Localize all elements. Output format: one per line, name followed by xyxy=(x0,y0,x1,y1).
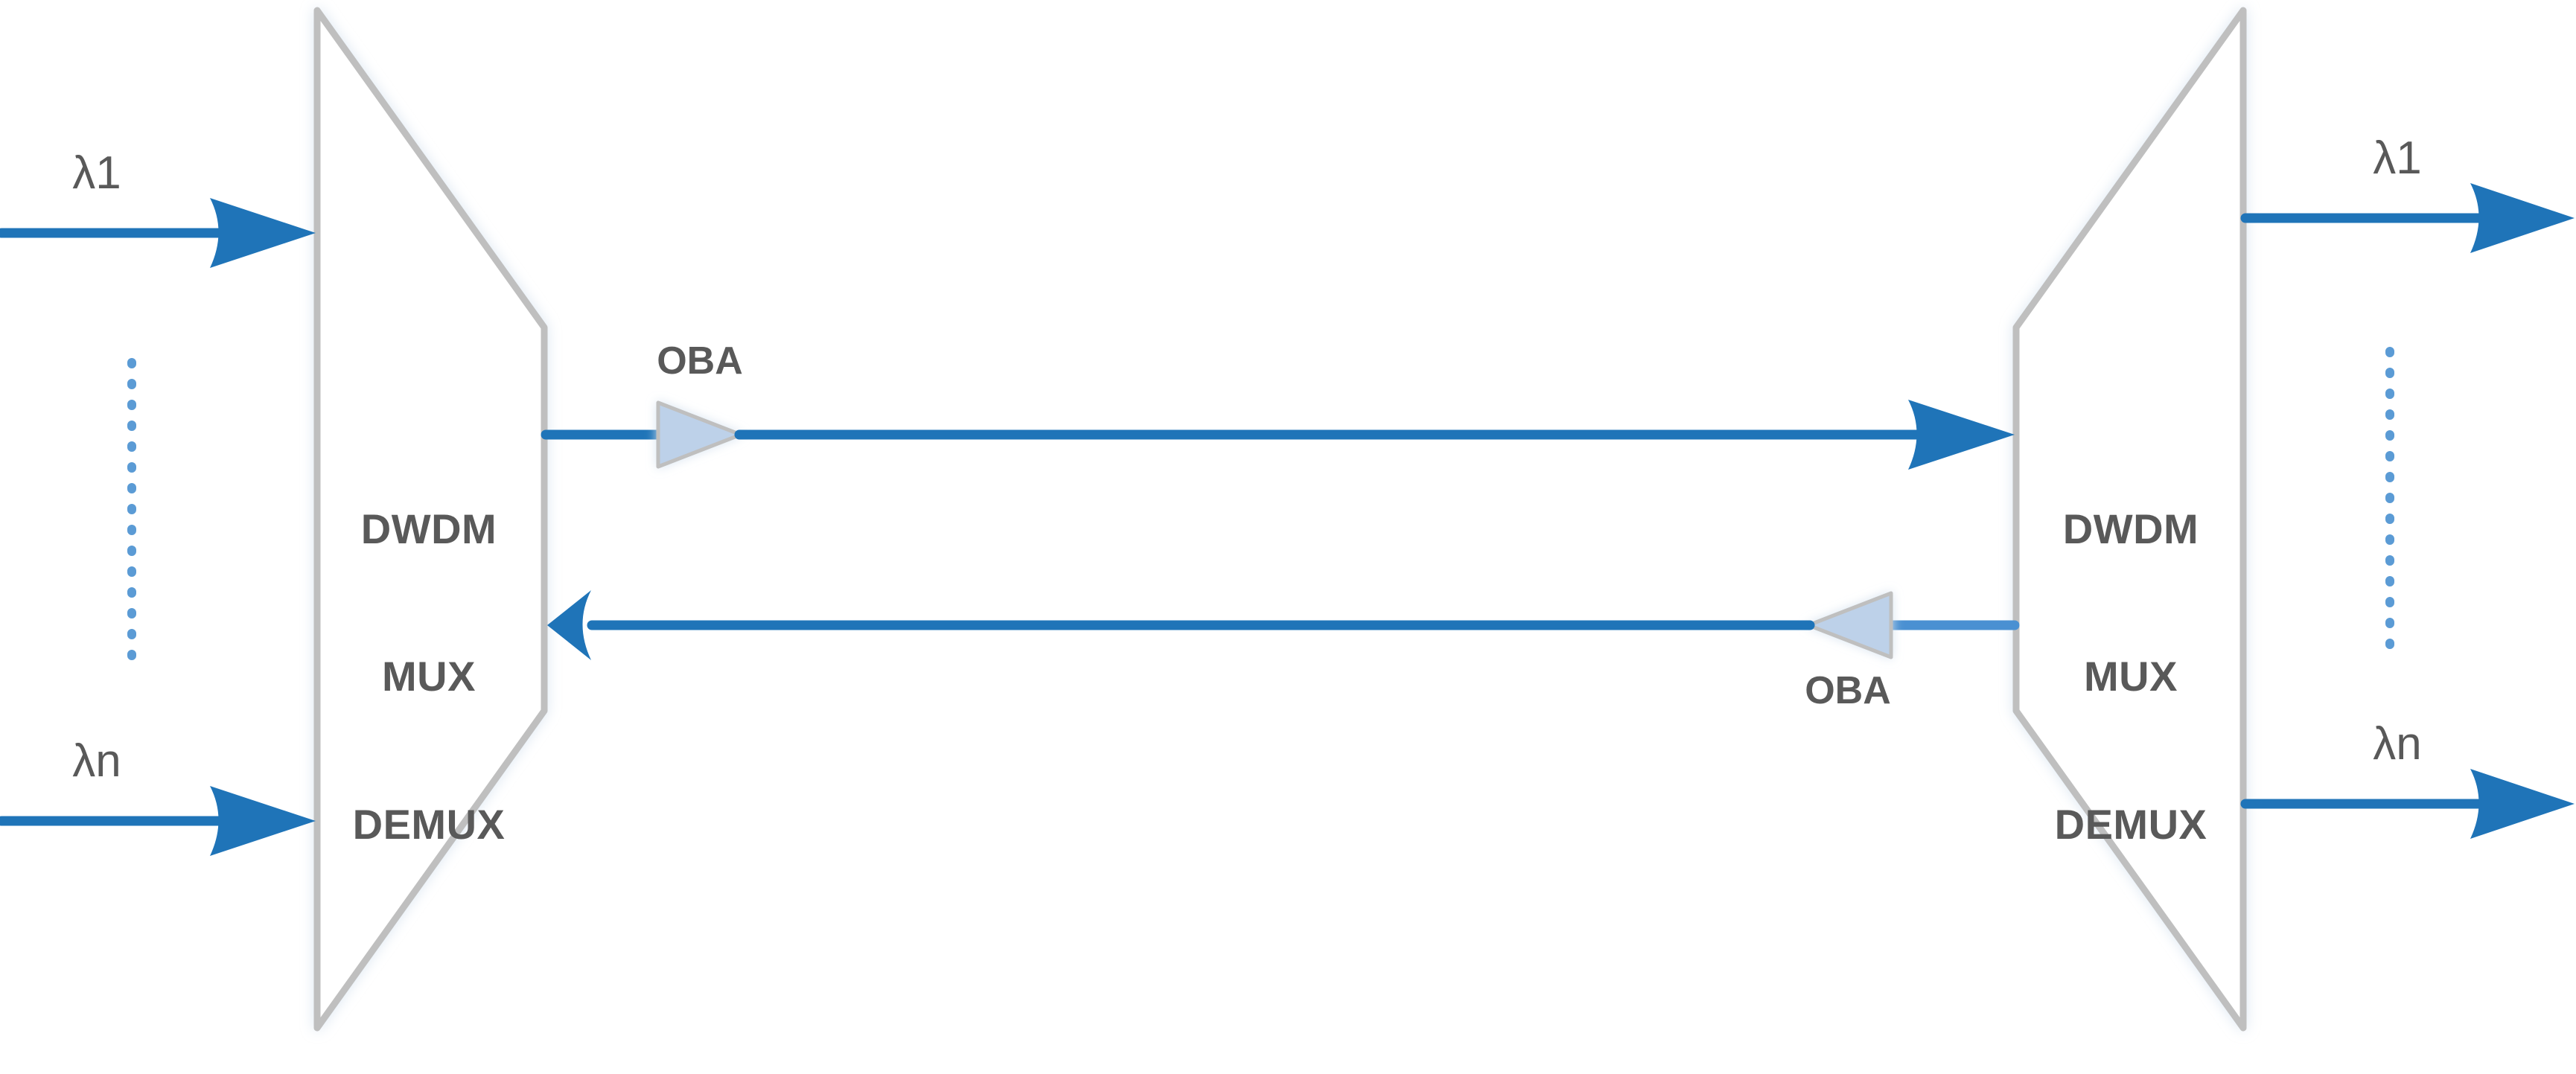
label-lambda1-left: λ1 xyxy=(72,147,121,199)
oba-return-label: OBA xyxy=(1805,669,1891,712)
node-label-line-2: MUX xyxy=(2084,653,2178,700)
dwdm-mux-demux-right-label: DWDM MUX DEMUX xyxy=(2019,406,2242,947)
node-label-line-2: MUX xyxy=(382,653,476,700)
input-arrow-lambdan xyxy=(0,786,316,856)
node-label-line-1: DWDM xyxy=(360,505,497,553)
oba-return-amplifier[interactable] xyxy=(1806,591,1893,659)
label-lambdan-left: λn xyxy=(72,735,121,787)
oba-forward-label: OBA xyxy=(657,339,743,383)
label-lambda1-right: λ1 xyxy=(2373,132,2422,184)
dwdm-mux-demux-right-shape[interactable] xyxy=(2012,7,2247,1032)
oba-forward-amplifier[interactable] xyxy=(656,400,743,469)
node-label-line-1: DWDM xyxy=(2062,505,2199,553)
output-arrow-lambda1 xyxy=(2240,183,2575,253)
input-arrow-lambda1 xyxy=(0,198,316,268)
output-arrow-lambdan xyxy=(2240,769,2575,839)
dwdm-mux-demux-left-shape[interactable] xyxy=(313,7,548,1032)
node-label-line-3: DEMUX xyxy=(352,800,506,848)
trunk-forward-segment-out xyxy=(734,400,2015,470)
label-lambdan-right: λn xyxy=(2373,718,2422,770)
dwdm-mux-demux-left-label: DWDM MUX DEMUX xyxy=(317,406,541,947)
node-label-line-3: DEMUX xyxy=(2054,800,2207,848)
trunk-return-segment-out xyxy=(547,590,1815,660)
